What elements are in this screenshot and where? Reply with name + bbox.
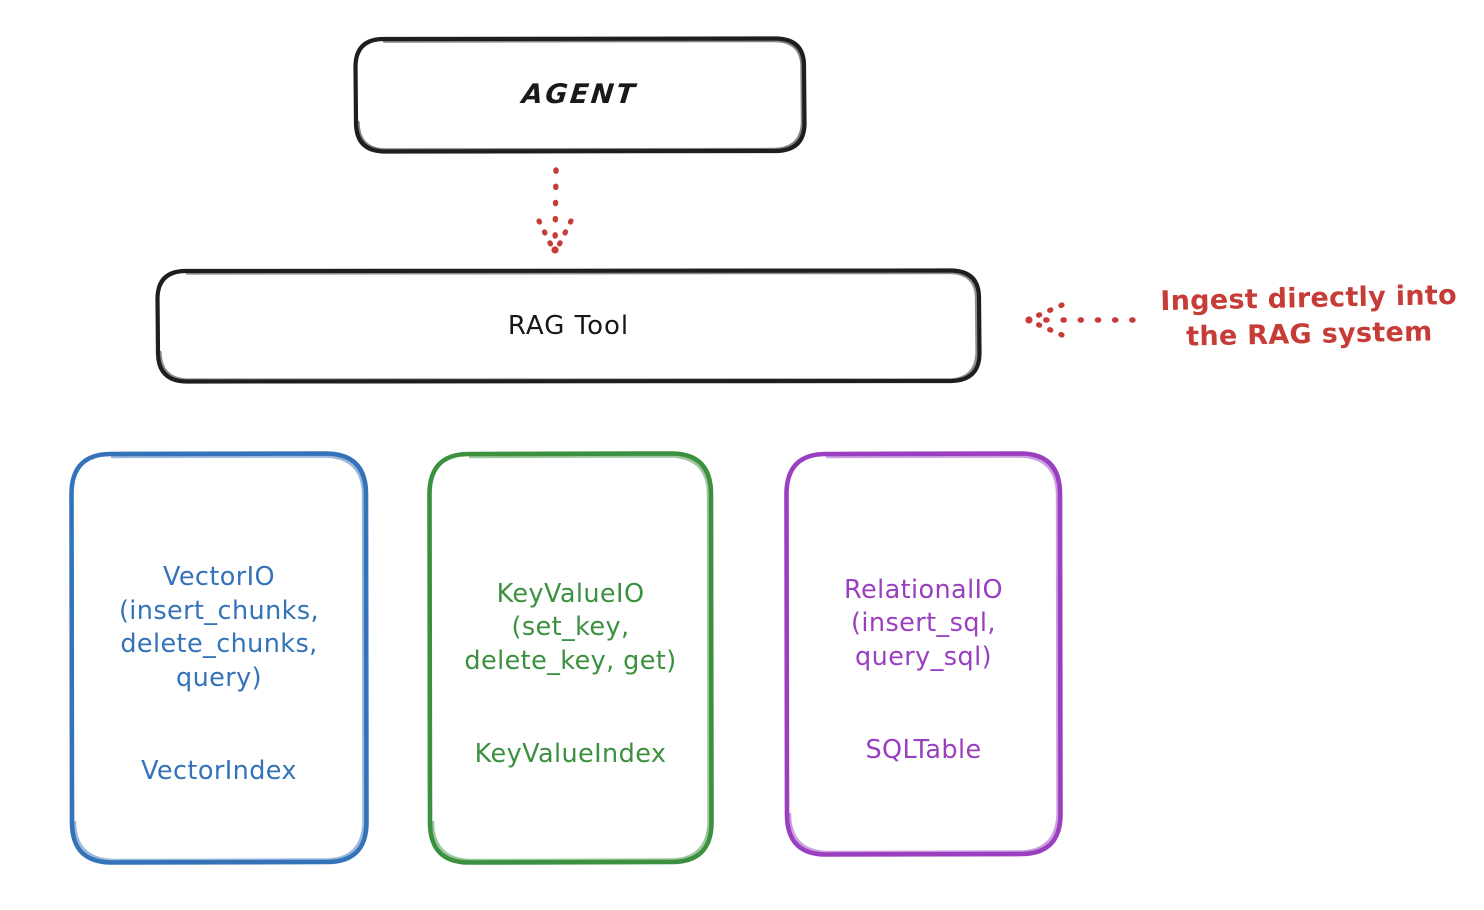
node-key-value-io[interactable]: KeyValueIO (set_key, delete_key, get) Ke… [426, 450, 715, 866]
node-relational-io-label: RelationalIO (insert_sql, query_sql) [844, 574, 1003, 672]
node-key-value-io-secondary-label: KeyValueIndex [474, 739, 667, 770]
annotation-ingest-label: Ingest directly into the RAG system [1160, 279, 1458, 353]
edge-agent-to-rag-tool [536, 167, 574, 254]
spacer [464, 679, 676, 705]
node-relational-io-text: RelationalIO (insert_sql, query_sql) SQL… [844, 540, 1003, 768]
node-relational-io[interactable]: RelationalIO (insert_sql, query_sql) SQL… [783, 450, 1064, 858]
node-agent[interactable]: AGENT [353, 36, 807, 154]
node-key-value-io-label: KeyValueIO (set_key, delete_key, get) [464, 578, 677, 676]
node-vector-io-secondary-label: VectorIndex [141, 756, 297, 787]
node-vector-io[interactable]: VectorIO (insert_chunks, delete_chunks, … [68, 450, 370, 866]
spacer [119, 695, 319, 721]
node-agent-label: AGENT [520, 79, 640, 111]
edge-ingest-to-rag-tool [1025, 302, 1136, 338]
node-rag-tool-label: RAG Tool [507, 310, 630, 341]
node-rag-tool[interactable]: RAG Tool [155, 268, 982, 384]
node-relational-io-secondary-label: SQLTable [865, 735, 982, 766]
node-vector-io-text: VectorIO (insert_chunks, delete_chunks, … [119, 527, 319, 789]
node-key-value-io-text: KeyValueIO (set_key, delete_key, get) Ke… [464, 544, 676, 772]
spacer [844, 675, 1003, 701]
node-vector-io-label: VectorIO (insert_chunks, delete_chunks, … [118, 561, 320, 693]
